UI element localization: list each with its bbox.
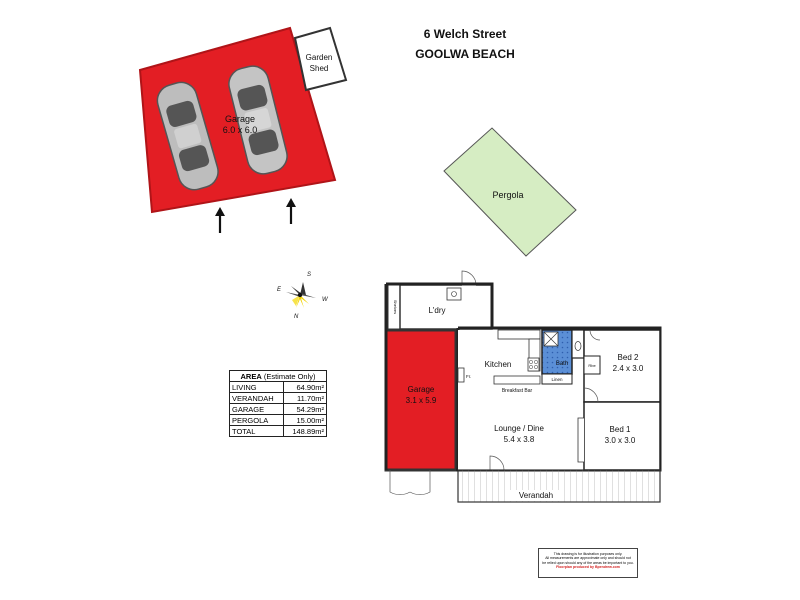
area-label: VERANDAH [228,392,285,404]
arrow-up-icon [286,198,296,224]
car-icon [156,81,219,191]
address-street: 6 Welch Street [423,27,507,41]
laundry-label: L'dry [428,306,445,315]
floorplan-credit: Floorplan produced by Bpendrew.com [556,564,620,569]
area-value: 54.29m² [283,403,327,415]
garage-small-dims: 3.1 x 5.9 [406,396,437,405]
compass-s: S [307,272,311,278]
compass-n: N [294,314,299,320]
bed1-label: Bed 1 [610,425,631,434]
area-header-rest: (Estimate Only) [261,371,316,381]
fridge-label: Fr. [466,374,471,379]
garage-small [384,328,458,472]
area-table: AREA (Estimate Only) LIVING 64.90m² VERA… [228,370,327,437]
garden-shed [293,26,348,92]
garage-small-label: Garage [408,385,435,394]
area-value: 11.70m² [283,392,327,404]
disclaimer-line: All measurements are approximate only an… [545,556,631,561]
disclaimer-line: This drawing is for illustration purpose… [553,552,623,556]
lounge-dims: 5.4 x 3.8 [504,435,535,444]
lounge-label: Lounge / Dine [494,424,544,433]
area-value: 148.89m² [283,425,327,437]
table-row: LIVING 64.90m² [228,381,327,393]
table-row: PERGOLA 15.00m² [228,414,327,426]
area-table-header: AREA (Estimate Only) [229,370,327,382]
disclaimer-line: be relied upon should any of the areas b… [542,560,634,565]
shelves-label: Shelves [393,300,398,314]
compass-e: E [277,287,282,293]
area-value: 64.90m² [283,381,327,393]
table-row: TOTAL 148.89m² [228,425,327,437]
laundry [399,284,493,330]
area-label: TOTAL [228,425,285,437]
robe-label: Rbe [588,363,596,368]
table-row: GARAGE 54.29m² [228,403,327,415]
arrow-up-icon [215,207,225,233]
verandah-label: Verandah [519,491,553,500]
bath-label: Bath [556,361,568,367]
bed1-dims: 3.0 x 3.0 [605,436,636,445]
compass-icon: S E W N [277,272,329,320]
area-label: PERGOLA [228,414,285,426]
address-suburb: GOOLWA BEACH [415,47,515,61]
bed2-dims: 2.4 x 3.0 [613,364,644,373]
pergola-label: Pergola [492,190,523,200]
car-icon [228,65,288,175]
garden-shed-label: Garden [306,53,333,62]
table-row: VERANDAH 11.70m² [228,392,327,404]
garage-main-label: Garage [225,114,255,124]
garage-main-dims: 6.0 x 6.0 [223,125,258,135]
breakfast-bar-label: Breakfast Bar [502,388,533,394]
compass-w: W [322,297,329,303]
area-label: GARAGE [228,403,285,415]
area-label: LIVING [228,381,285,393]
garden-shed-label-2: Shed [310,64,329,73]
disclaimer-box: This drawing is for illustration purpose… [538,548,638,578]
area-value: 15.00m² [283,414,327,426]
kitchen-label: Kitchen [485,360,512,369]
linen-label: Linen [551,377,563,382]
area-header-bold: AREA [240,371,262,381]
bed2-label: Bed 2 [618,353,639,362]
bedroom-1 [583,401,661,471]
pergola [443,127,577,257]
